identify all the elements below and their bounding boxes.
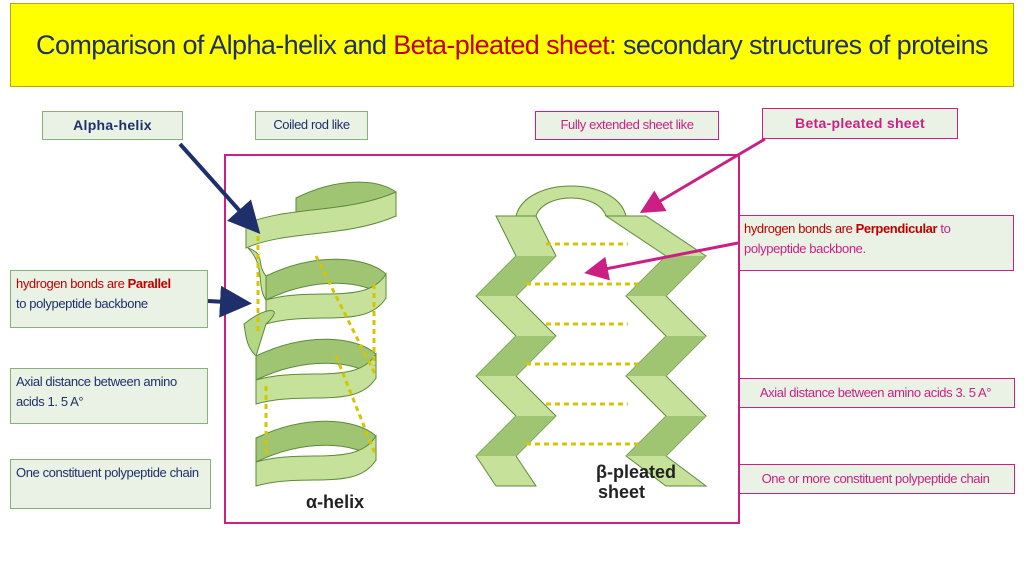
structure-illustration: α-helix β-pleated sheet xyxy=(243,181,708,512)
beta-caption-line2: sheet xyxy=(598,482,645,502)
beta-hbond-post: to polypeptide backbone. xyxy=(744,221,951,257)
extended-label: Fully extended sheet like xyxy=(535,111,719,140)
beta-sheet-label-text: Beta-pleated sheet xyxy=(795,114,925,131)
beta-sheet-drawing: β-pleated sheet xyxy=(475,185,708,502)
beta-hbond-bold: Perpendicular xyxy=(855,221,938,236)
title-highlight: Beta-pleated sheet xyxy=(393,29,610,60)
alpha-hbond-bold: Parallel xyxy=(127,276,171,291)
alpha-chain-text: One constituent polypeptide chain xyxy=(16,465,199,480)
alpha-hbond-post: to polypeptide backbone xyxy=(16,296,148,312)
structure-figure: α-helix β-pleated sheet xyxy=(224,154,740,524)
alpha-caption: α-helix xyxy=(306,492,364,512)
alpha-helix-drawing: α-helix xyxy=(243,181,397,512)
beta-chain-box: One or more constituent polypeptide chai… xyxy=(736,464,1015,494)
beta-caption-line1: β-pleated xyxy=(596,462,676,482)
beta-hbond-arrow xyxy=(584,241,739,281)
beta-chain-text: One or more constituent polypeptide chai… xyxy=(761,470,990,486)
title-part-3: : secondary structures of proteins xyxy=(609,29,988,60)
alpha-hbond-box: hydrogen bonds are Parallel to polypepti… xyxy=(10,270,208,328)
beta-hbond-pre: hydrogen bonds are xyxy=(744,221,856,236)
coiled-label-text: Coiled rod like xyxy=(273,117,350,133)
alpha-hbond-pre: hydrogen bonds are xyxy=(16,276,128,291)
alpha-hbond-arrow xyxy=(207,285,252,318)
alpha-axial-box: Axial distance between amino acids 1. 5 … xyxy=(10,368,208,424)
alpha-helix-label-text: Alpha-helix xyxy=(73,116,152,133)
beta-sheet-label: Beta-pleated sheet xyxy=(762,108,958,139)
title-banner: Comparison of Alpha-helix and Beta-pleat… xyxy=(10,3,1014,87)
beta-axial-box: Axial distance between amino acids 3. 5 … xyxy=(736,378,1015,408)
beta-hbond-box: hydrogen bonds are Perpendicular to poly… xyxy=(738,215,1014,271)
extended-label-text: Fully extended sheet like xyxy=(560,117,694,133)
alpha-helix-arrow xyxy=(178,142,261,234)
alpha-axial-text: Axial distance between amino acids 1. 5 … xyxy=(16,374,177,410)
alpha-helix-label: Alpha-helix xyxy=(42,111,183,140)
beta-sheet-arrow xyxy=(639,137,766,214)
alpha-chain-box: One constituent polypeptide chain xyxy=(10,459,211,509)
page-title: Comparison of Alpha-helix and Beta-pleat… xyxy=(36,30,988,61)
title-part-1: Comparison of Alpha-helix and xyxy=(36,29,394,60)
beta-axial-text: Axial distance between amino acids 3. 5 … xyxy=(759,384,992,400)
coiled-label: Coiled rod like xyxy=(255,111,368,140)
